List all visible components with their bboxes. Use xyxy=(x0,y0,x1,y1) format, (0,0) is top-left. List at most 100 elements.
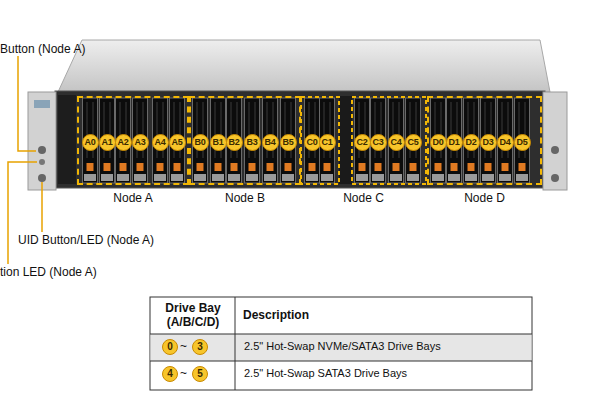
drive-bay xyxy=(211,98,226,183)
bay-handle xyxy=(246,174,258,181)
drive-bay xyxy=(447,98,462,183)
chassis-top xyxy=(58,40,550,92)
drive-bay xyxy=(100,98,115,183)
bay-latch xyxy=(324,163,331,171)
callout-number: A2 xyxy=(115,134,132,151)
node-label: Node B xyxy=(171,191,319,205)
callout-text: C4 xyxy=(391,137,402,147)
uid-button xyxy=(38,174,46,182)
drive-bay xyxy=(263,98,278,183)
bay-latch xyxy=(137,163,144,171)
bay-handle xyxy=(117,174,129,181)
table-rule xyxy=(150,361,532,362)
drive-bay xyxy=(281,98,296,183)
callout-number: B2 xyxy=(226,134,243,151)
bay-handle xyxy=(516,174,528,181)
leader-line xyxy=(41,182,43,232)
callout-number: A4 xyxy=(152,134,169,151)
drive-bay xyxy=(320,98,335,183)
callout-number: C2 xyxy=(354,134,371,151)
callout-text: B3 xyxy=(247,137,258,147)
drive-bay xyxy=(227,98,242,183)
callout-number: C0 xyxy=(304,134,321,151)
callout-text: D0 xyxy=(433,137,444,147)
vent xyxy=(58,95,76,184)
group-outline xyxy=(352,97,426,184)
callout-number: B4 xyxy=(262,134,279,151)
bay-badge: 5 xyxy=(192,366,208,382)
bay-latch xyxy=(104,163,111,171)
bay-latch xyxy=(120,163,127,171)
drive-bay xyxy=(133,98,148,183)
callout-text: A2 xyxy=(118,137,129,147)
callout-label: tion LED (Node A) xyxy=(0,265,97,279)
drive-bay xyxy=(406,98,421,183)
range-sign: ~ xyxy=(180,366,187,380)
bay-handle xyxy=(171,174,183,181)
drive-bay xyxy=(116,98,131,183)
callout-text: A0 xyxy=(85,137,96,147)
bay-latch xyxy=(267,163,274,171)
node-group: Node AA0A1A2A3A4A5 xyxy=(77,96,189,185)
drive-bays xyxy=(83,98,530,183)
bay-latch xyxy=(174,163,181,171)
bay-handle xyxy=(465,174,477,181)
node-group: Node DD0D1D2D3D4D5 xyxy=(427,96,542,185)
table-rule xyxy=(150,334,532,335)
center-vent xyxy=(339,96,352,184)
ear-button xyxy=(551,174,559,182)
callout-number: B1 xyxy=(210,134,227,151)
callout-text: D1 xyxy=(449,137,460,147)
info-led xyxy=(39,159,45,165)
bay-handle xyxy=(212,174,224,181)
drive-bay xyxy=(431,98,446,183)
bay-latch xyxy=(519,163,526,171)
right-ear xyxy=(543,92,567,190)
bay-badge: 3 xyxy=(192,339,208,355)
drive-bay xyxy=(83,98,98,183)
drive-bay xyxy=(305,98,320,183)
table-header: Drive Bay (A/B/C/D) xyxy=(155,301,231,329)
bay-badge: 4 xyxy=(162,366,178,382)
callout-text: C3 xyxy=(373,137,384,147)
drive-bay xyxy=(153,98,168,183)
ear-logo xyxy=(34,100,50,108)
callout-number: B3 xyxy=(244,134,261,151)
chassis-front xyxy=(55,91,545,188)
drive-bay xyxy=(193,98,208,183)
callout-text: C0 xyxy=(307,137,318,147)
bay-handle xyxy=(448,174,460,181)
left-ear xyxy=(28,92,56,190)
group-outline xyxy=(301,97,339,184)
bay-latch xyxy=(249,163,256,171)
table-rule xyxy=(235,297,236,390)
callout-text: B2 xyxy=(229,137,240,147)
bay-handle xyxy=(84,174,96,181)
bay-latch xyxy=(359,163,366,171)
bay-handle xyxy=(101,174,113,181)
callout-text: C5 xyxy=(408,137,419,147)
drive-bay xyxy=(515,98,530,183)
bay-latch xyxy=(468,163,475,171)
bay-handle xyxy=(499,174,511,181)
callout-number: C1 xyxy=(319,134,336,151)
drive-bay xyxy=(389,98,404,183)
node-label: Node C xyxy=(282,191,445,205)
callout-number: B0 xyxy=(192,134,209,151)
callout-number: A5 xyxy=(169,134,186,151)
callout-number: B5 xyxy=(280,134,297,151)
callout-label: UID Button/LED (Node A) xyxy=(18,233,154,247)
callout-text: B0 xyxy=(195,137,206,147)
drive-bay xyxy=(498,98,513,183)
callout-text: C1 xyxy=(322,137,333,147)
drive-bay xyxy=(464,98,479,183)
drive-bay xyxy=(170,98,185,183)
callout-text: D2 xyxy=(466,137,477,147)
bay-latch xyxy=(485,163,492,171)
bay-latch xyxy=(375,163,382,171)
callout-number: C5 xyxy=(405,134,422,151)
bay-latch xyxy=(309,163,316,171)
bay-handle xyxy=(482,174,494,181)
table-cell: 2.5" Hot-Swap NVMe/SATA3 Drive Bays xyxy=(244,340,441,352)
callout-text: D5 xyxy=(517,137,528,147)
